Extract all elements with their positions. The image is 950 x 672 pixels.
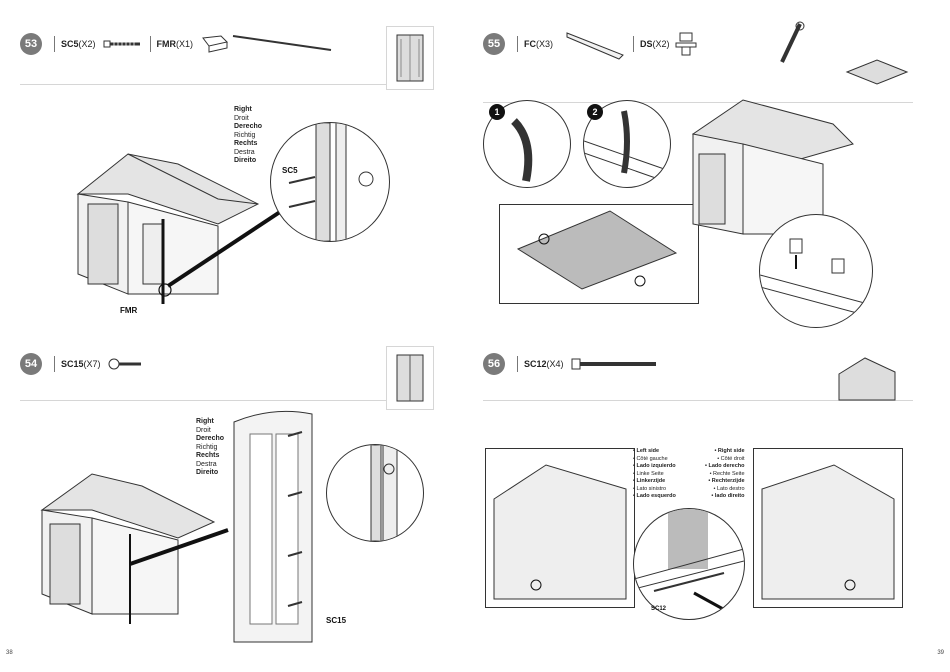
screw-sc12-icon <box>571 358 656 370</box>
wrench-icon <box>779 21 805 63</box>
fmr-label: FMR <box>120 306 138 315</box>
part-sc5: SC5(X2) <box>61 39 96 49</box>
part-fc: FC(X3) <box>524 39 554 49</box>
door-thumbnail <box>386 26 434 90</box>
page-right: 55 FC(X3) DS(X2) 1 2 56 <box>475 0 950 672</box>
door-stopper-icon <box>675 32 697 56</box>
step-53-header: 53 SC5(X2) FMR(X1) <box>20 20 440 68</box>
part-fmr: FMR(X1) <box>156 39 194 49</box>
detail-circle-2 <box>583 100 671 188</box>
door-thumbnail <box>386 346 434 410</box>
step-number-badge: 55 <box>483 33 505 55</box>
detail-circle <box>270 122 390 242</box>
fmr-rod-icon <box>232 35 332 51</box>
shed-illustration <box>40 473 229 624</box>
step-54-header: 54 SC15(X7) <box>20 340 440 388</box>
right-side-labels: • Right side• Côté droit• Lado derecho• … <box>705 448 745 499</box>
detail-circle <box>326 444 424 542</box>
floor-panels-thumbnail <box>845 59 909 85</box>
floor-connector-icon <box>566 32 624 60</box>
step-56: 56 SC12(X4) • Left side• Côté gauche• La… <box>483 340 913 650</box>
shed-illustration <box>76 153 294 304</box>
step-55: 55 FC(X3) DS(X2) 1 2 <box>483 20 913 330</box>
page-number: 39 <box>937 650 944 656</box>
fmr-bracket-icon <box>202 35 229 53</box>
step-55-header: 55 FC(X3) DS(X2) <box>483 20 913 68</box>
sc15-callout: SC15 <box>326 616 347 625</box>
left-side-frame <box>485 448 635 608</box>
screw-sc5-icon <box>103 40 140 48</box>
right-side-frame <box>753 448 903 608</box>
sc5-callout: SC5 <box>282 166 298 175</box>
page-number: 38 <box>6 650 13 656</box>
floor-frame <box>499 204 699 304</box>
detail-circle-stopper <box>759 214 873 328</box>
sc12-callout: SC12 <box>651 606 667 612</box>
step-56-header: 56 SC12(X4) <box>483 340 913 388</box>
marker-1: 1 <box>489 104 505 120</box>
part-sc12: SC12(X4) <box>524 359 564 369</box>
left-side-labels: • Left side• Côté gauche• Lado izquierdo… <box>633 448 676 499</box>
step-number-badge: 54 <box>20 353 42 375</box>
step-number-badge: 56 <box>483 353 505 375</box>
part-ds: DS(X2) <box>640 39 670 49</box>
step-number-badge: 53 <box>20 33 42 55</box>
detail-circle <box>633 508 745 620</box>
door-panel <box>233 410 313 643</box>
part-sc15: SC15(X7) <box>61 359 101 369</box>
screw-sc15-icon <box>108 358 141 370</box>
shed-illustration <box>691 99 854 235</box>
marker-2: 2 <box>587 104 603 120</box>
shed-thumbnail <box>838 357 896 401</box>
